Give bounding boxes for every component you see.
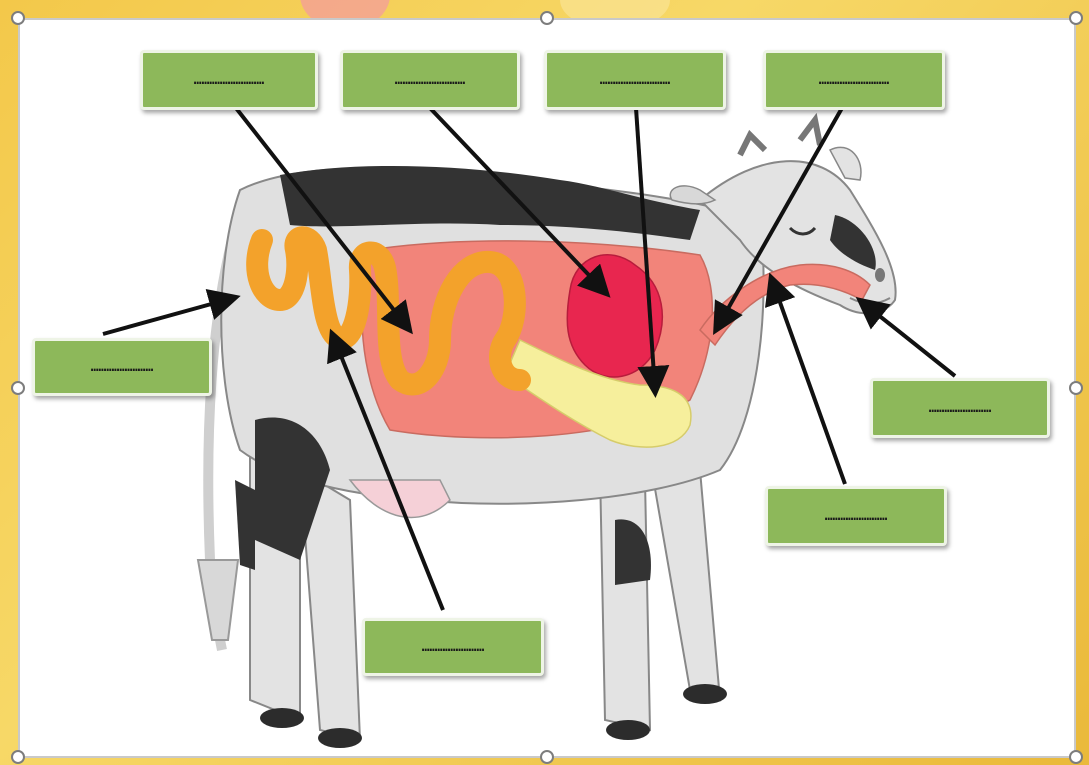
resize-handle-top-right[interactable]	[1069, 11, 1083, 25]
label-box-top-2[interactable]: ………………………	[340, 50, 520, 110]
tail-tuft	[198, 560, 238, 640]
label-box-left[interactable]: ……………………	[32, 338, 212, 396]
cow-horns	[740, 120, 820, 155]
label-box-top-4[interactable]: ………………………	[763, 50, 945, 110]
label-box-right-mouth[interactable]: ……………………	[870, 378, 1050, 438]
label-box-right-lower[interactable]: ……………………	[765, 486, 947, 546]
resize-handle-middle-left[interactable]	[11, 381, 25, 395]
resize-handle-bottom-center[interactable]	[540, 750, 554, 764]
label-box-top-3[interactable]: ………………………	[544, 50, 726, 110]
resize-handle-top-center[interactable]	[540, 11, 554, 25]
arrow-right-mouth	[862, 302, 955, 376]
label-box-bottom-center[interactable]: ……………………	[362, 618, 544, 676]
resize-handle-top-left[interactable]	[11, 11, 25, 25]
resize-handle-bottom-left[interactable]	[11, 750, 25, 764]
resize-handle-middle-right[interactable]	[1069, 381, 1083, 395]
label-box-top-1[interactable]: ………………………	[140, 50, 318, 110]
cow-ear	[670, 186, 715, 204]
cow-nostril	[875, 268, 885, 282]
resize-handle-bottom-right[interactable]	[1069, 750, 1083, 764]
arrow-right-lower	[772, 280, 845, 484]
